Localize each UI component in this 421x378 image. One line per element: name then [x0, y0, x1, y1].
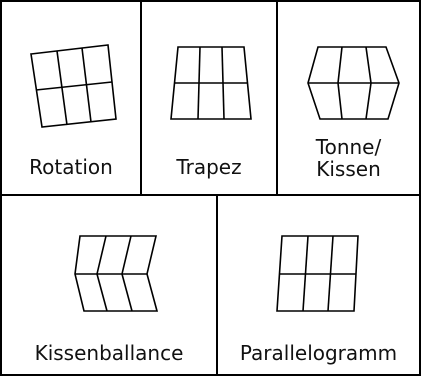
- cell-label: Kissenballance: [2, 342, 216, 364]
- label-line: Kissenballance: [34, 341, 184, 365]
- label-line: Parallelogramm: [239, 341, 398, 365]
- label-line: Tonne/: [315, 135, 382, 159]
- label-line: Trapez: [176, 155, 242, 179]
- cell-label: Rotation: [2, 156, 140, 178]
- cell-parallelogramm: Parallelogramm: [216, 194, 421, 376]
- cell-tonne-kissen: Tonne/ Kissen: [276, 0, 421, 196]
- label-line: Rotation: [29, 155, 113, 179]
- barrel-grid-icon: [307, 46, 400, 120]
- trapezoid-grid-icon: [170, 46, 252, 120]
- cell-label: Trapez: [142, 156, 276, 178]
- cell-label: Tonne/ Kissen: [278, 136, 419, 180]
- cell-trapez: Trapez: [140, 0, 278, 196]
- pincushion-balance-grid-icon: [74, 235, 159, 312]
- cell-label: Parallelogramm: [218, 342, 419, 364]
- parallelogram-grid-icon: [276, 235, 359, 312]
- label-line: Kissen: [316, 157, 381, 181]
- rotated-grid-icon: [30, 44, 117, 128]
- cell-rotation: Rotation: [0, 0, 142, 196]
- cell-kissenballance: Kissenballance: [0, 194, 218, 376]
